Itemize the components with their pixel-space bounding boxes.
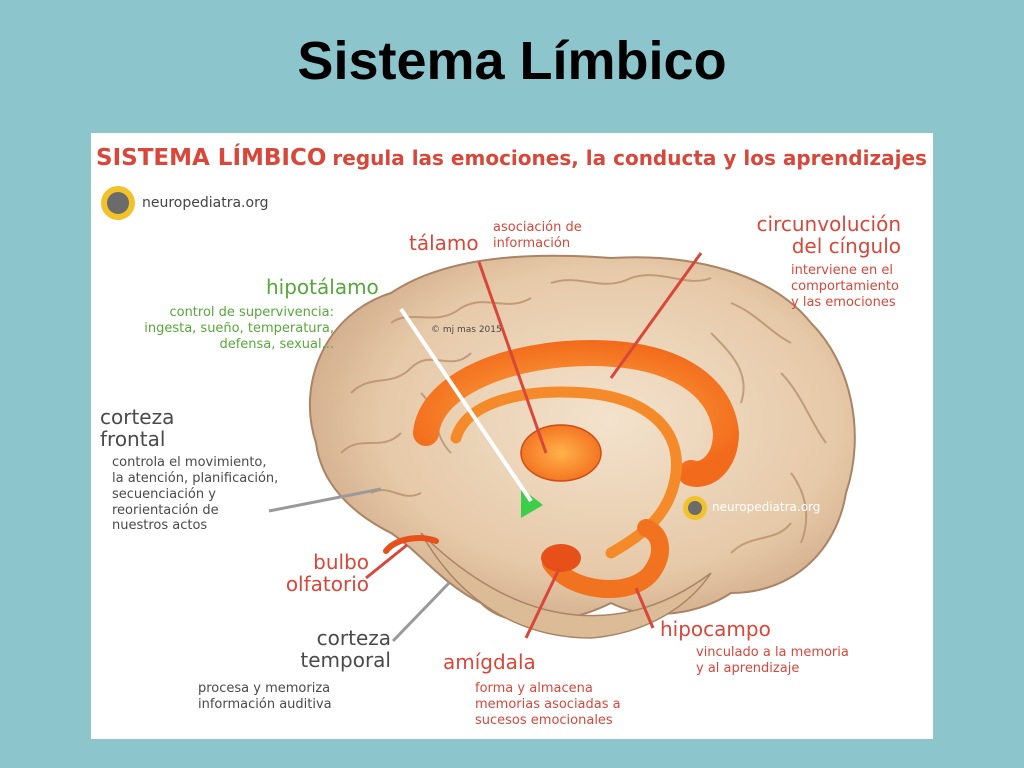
pointer-lines (268, 252, 703, 643)
talamo-label: tálamo (409, 231, 479, 255)
temporal-lobe (420, 532, 712, 639)
brand-logo-icon (101, 186, 135, 220)
cingulate-gyrus (413, 339, 740, 487)
corteza-frontal-label: corteza frontal (100, 405, 175, 452)
amigdala-desc: forma y almacena memorias asociadas a su… (475, 681, 621, 728)
bulbo-olfatorio-label: bulbo olfatorio (285, 550, 369, 597)
cingulo-desc: interviene en el comportamiento y las em… (791, 263, 899, 310)
olfactory-bulb (383, 535, 439, 554)
watermark-logo-icon (683, 496, 707, 520)
copyright-note: © mj mas 2015 (431, 325, 502, 335)
slide-title: Sistema Límbico (297, 31, 727, 91)
brain-illustration (101, 186, 856, 643)
amygdala (541, 544, 581, 572)
brain-gyri (340, 274, 827, 554)
figure-header-title: SISTEMA LÍMBICO (96, 145, 327, 171)
thalamus (520, 424, 602, 482)
talamo-desc: asociación de información (493, 220, 582, 251)
hipocampo-label: hipocampo (660, 617, 771, 641)
brand-name: neuropediatra.org (142, 195, 269, 211)
corteza-frontal-desc: controla el movimiento, la atención, pla… (112, 455, 279, 534)
hipotalamo-desc: control de supervivencia: ingesta, sueño… (144, 305, 334, 352)
figure-header-tagline: regula las emociones, la conducta y los … (332, 146, 927, 170)
corteza-temporal-label: corteza temporal (300, 626, 391, 673)
hipotalamo-label: hipotálamo (266, 275, 379, 299)
amigdala-label: amígdala (443, 650, 536, 674)
hippocampus (542, 519, 669, 598)
cingulo-label: circunvolución del cíngulo (756, 212, 901, 259)
watermark-brand: neuropediatra.org (712, 500, 821, 514)
fornix (450, 386, 682, 559)
corteza-temporal-desc: procesa y memoriza información auditiva (198, 681, 332, 712)
hipocampo-desc: vinculado a la memoria y al aprendizaje (696, 645, 849, 676)
